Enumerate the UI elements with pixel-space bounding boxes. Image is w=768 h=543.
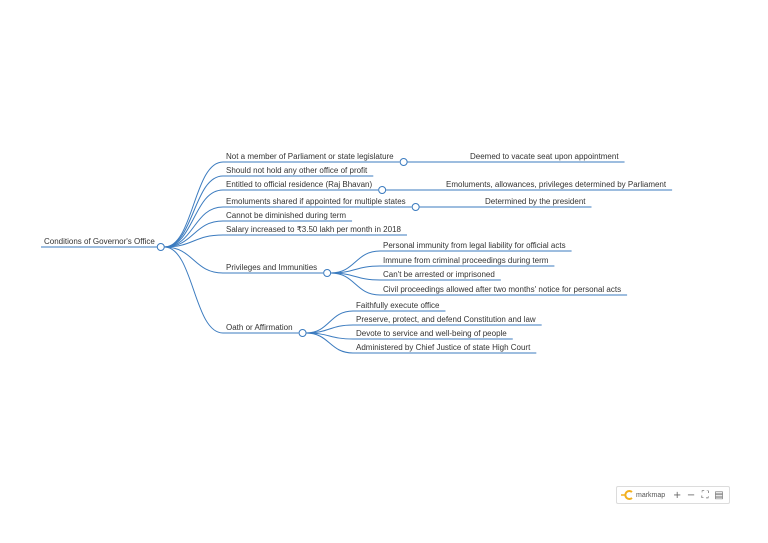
link-root-branch-5: [164, 234, 224, 248]
leaf-node-7-2[interactable]: Devote to service and well-being of peop…: [353, 329, 513, 340]
branch-node-3-label: Emoluments shared if appointed for multi…: [226, 197, 406, 206]
link-branch-6-child-3: [330, 272, 381, 296]
link-root-branch-1: [164, 175, 224, 248]
leaf-node-7-1[interactable]: Preserve, protect, and defend Constituti…: [353, 315, 542, 326]
leaf-node-6-2[interactable]: Can't be arrested or imprisoned: [380, 270, 501, 281]
leaf-node-6-1-label: Immune from criminal proceedings during …: [383, 256, 549, 265]
leaf-node-6-1[interactable]: Immune from criminal proceedings during …: [380, 256, 555, 267]
branch-node-2-label: Entitled to official residence (Raj Bhav…: [226, 180, 372, 189]
mindmap-nodes: Conditions of Governor's Office Not a mem…: [41, 152, 673, 354]
mindmap-links: [164, 161, 482, 354]
link-root-branch-6: [164, 246, 224, 274]
toggle-recursively-button[interactable]: ▤: [714, 489, 724, 501]
branch-node-4[interactable]: Cannot be diminished during term: [223, 211, 353, 222]
branch-node-0-label: Not a member of Parliament or state legi…: [226, 152, 394, 161]
leaf-node-7-2-label: Devote to service and well-being of peop…: [356, 329, 507, 338]
branch-node-5-label: Salary increased to ₹3.50 lakh per month…: [226, 225, 402, 234]
branch-3-collapse-knob[interactable]: [411, 203, 420, 211]
markmap-brand[interactable]: markmap: [620, 490, 665, 500]
leaf-node-6-0[interactable]: Personal immunity from legal liability f…: [380, 241, 572, 252]
link-root-branch-0: [164, 161, 224, 248]
markmap-toolbar: markmap + − ⛶ ▤: [616, 486, 730, 504]
link-root-branch-7: [164, 246, 224, 334]
branch-node-3[interactable]: Emoluments shared if appointed for multi…: [223, 197, 412, 208]
leaf-node-6-0-label: Personal immunity from legal liability f…: [383, 241, 566, 250]
leaf-node-3-0[interactable]: Determined by the president: [482, 197, 592, 208]
branch-6-collapse-knob[interactable]: [323, 269, 332, 277]
branch-node-6-label: Privileges and Immunities: [226, 263, 317, 272]
leaf-node-2-0[interactable]: Emoluments, allowances, privileges deter…: [443, 180, 673, 191]
branch-0-collapse-knob[interactable]: [399, 158, 408, 166]
leaf-node-7-3-label: Administered by Chief Justice of state H…: [356, 343, 531, 352]
link-root-branch-4: [164, 220, 224, 248]
branch-node-5[interactable]: Salary increased to ₹3.50 lakh per month…: [223, 225, 407, 236]
leaf-node-0-0[interactable]: Deemed to vacate seat upon appointment: [467, 152, 625, 163]
branch-7-collapse-knob[interactable]: [298, 329, 307, 337]
branch-node-1[interactable]: Should not hold any other office of prof…: [223, 166, 374, 177]
leaf-node-0-0-label: Deemed to vacate seat upon appointment: [470, 152, 619, 161]
leaf-node-7-0-label: Faithfully execute office: [356, 301, 440, 310]
branch-node-6[interactable]: Privileges and Immunities: [223, 263, 324, 274]
markmap-brand-label: markmap: [636, 491, 666, 499]
branch-node-7-label: Oath or Affirmation: [226, 323, 293, 332]
root-node-label: Conditions of Governor's Office: [44, 237, 155, 246]
fit-window-button[interactable]: ⛶: [701, 489, 709, 501]
leaf-node-6-3-label: Civil proceedings allowed after two mont…: [383, 285, 621, 294]
root-collapse-knob[interactable]: [156, 243, 165, 251]
leaf-node-2-0-label: Emoluments, allowances, privileges deter…: [446, 180, 667, 189]
leaf-node-7-1-label: Preserve, protect, and defend Constituti…: [356, 315, 536, 324]
zoom-out-button[interactable]: −: [686, 489, 696, 501]
leaf-node-3-0-label: Determined by the president: [485, 197, 586, 206]
branch-2-collapse-knob[interactable]: [378, 186, 387, 194]
zoom-in-button[interactable]: +: [672, 489, 682, 501]
leaf-node-6-3[interactable]: Civil proceedings allowed after two mont…: [380, 285, 628, 296]
leaf-node-7-0[interactable]: Faithfully execute office: [353, 301, 446, 312]
branch-node-7[interactable]: Oath or Affirmation: [223, 323, 299, 334]
markmap-logo-icon: [621, 490, 633, 500]
leaf-node-7-3[interactable]: Administered by Chief Justice of state H…: [353, 343, 537, 354]
root-node[interactable]: Conditions of Governor's Office: [41, 237, 161, 248]
branch-node-0[interactable]: Not a member of Parliament or state legi…: [223, 152, 400, 163]
link-branch-7-child-3: [306, 332, 354, 354]
branch-node-4-label: Cannot be diminished during term: [226, 211, 346, 220]
leaf-node-6-2-label: Can't be arrested or imprisoned: [383, 270, 495, 279]
link-root-branch-2: [164, 189, 224, 248]
branch-node-2[interactable]: Entitled to official residence (Raj Bhav…: [223, 180, 379, 191]
branch-node-1-label: Should not hold any other office of prof…: [226, 166, 368, 175]
link-branch-7-child-0: [306, 310, 354, 334]
